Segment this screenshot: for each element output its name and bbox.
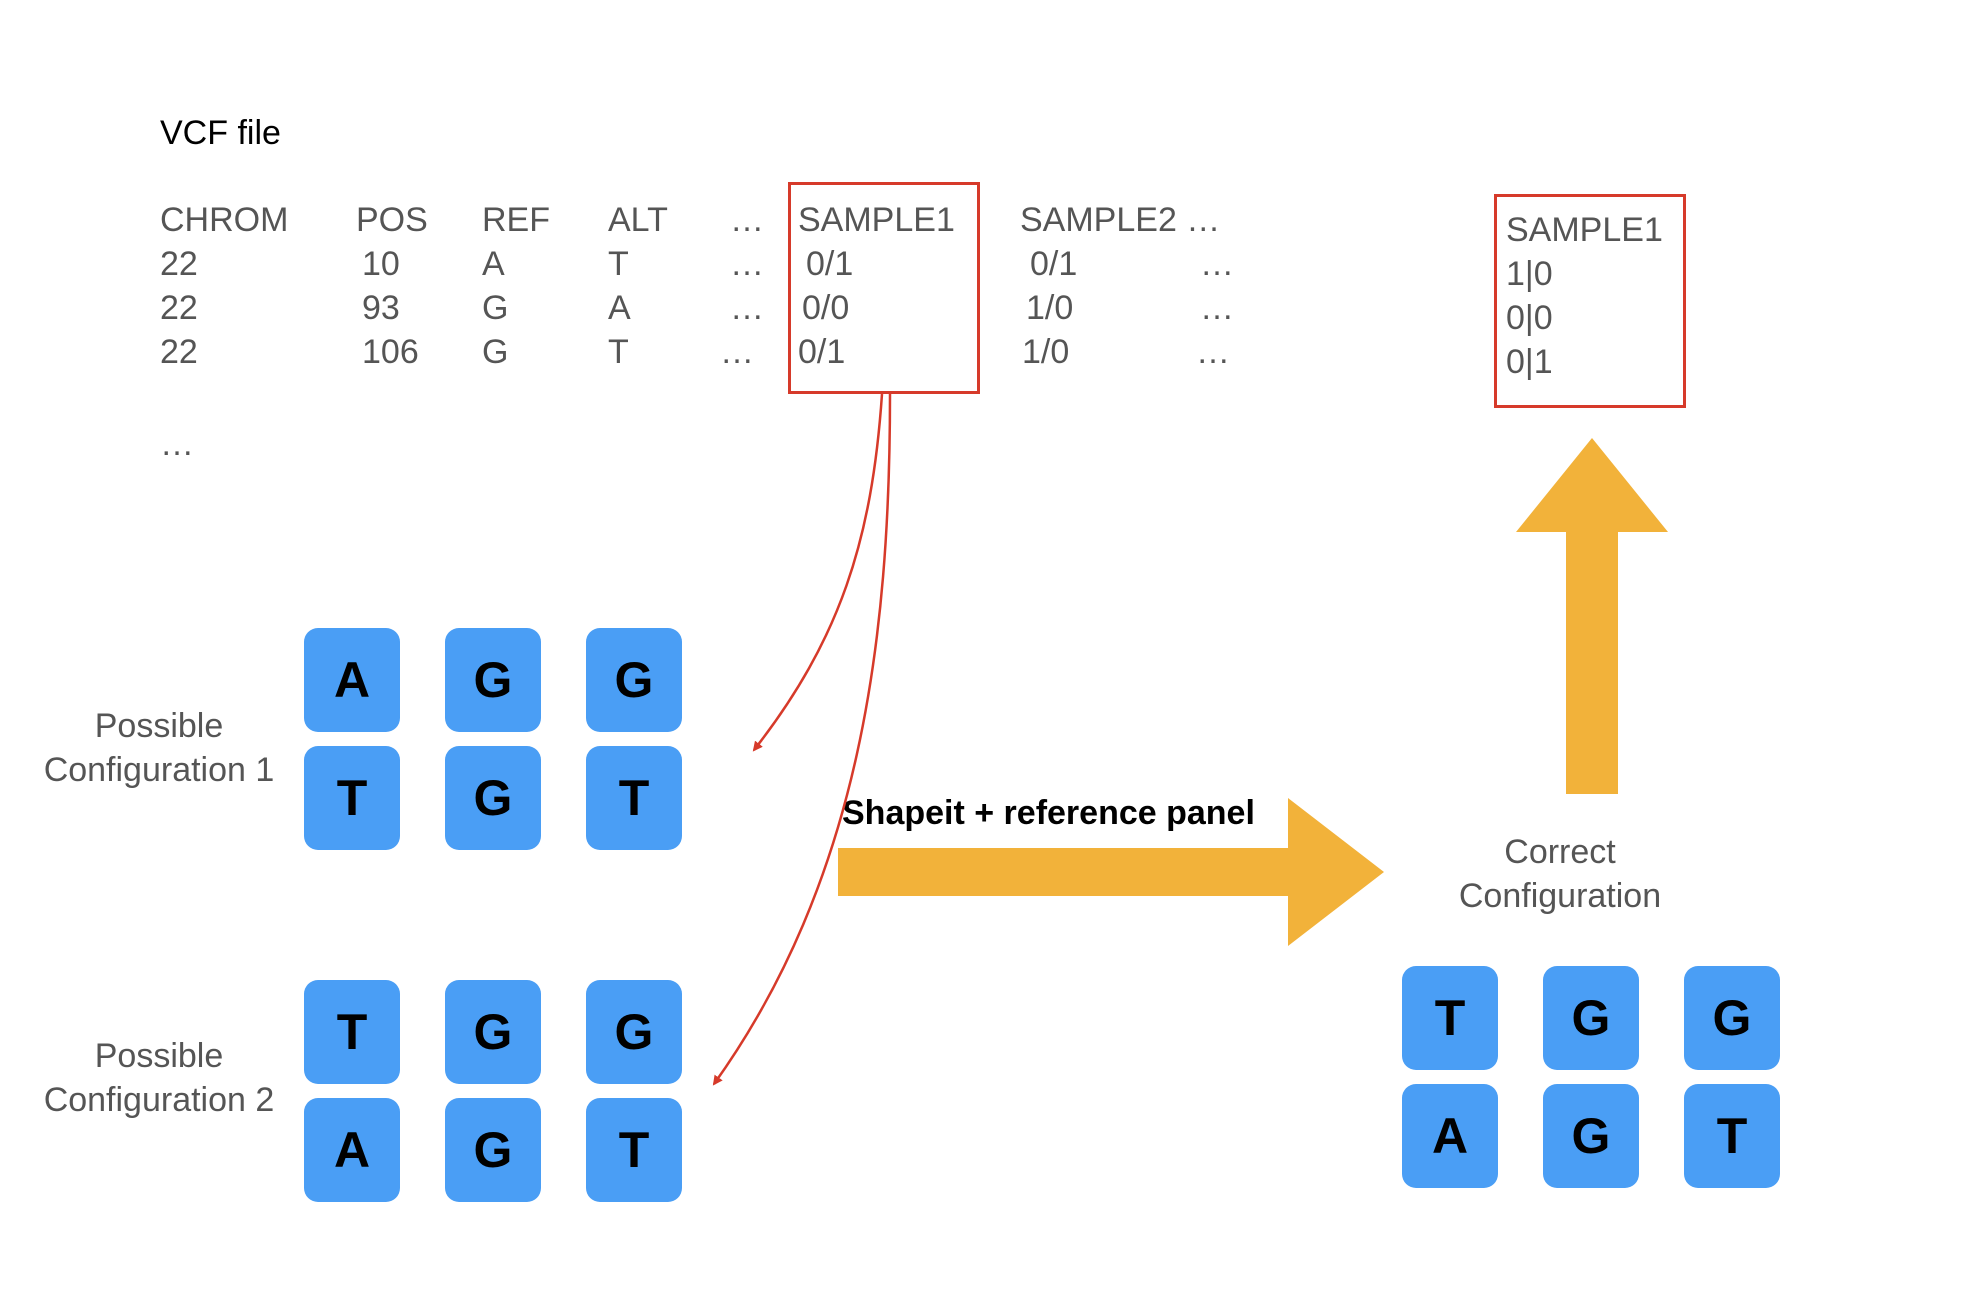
phased-value: 1|0	[1506, 255, 1553, 293]
cell-ellipsis: …	[730, 289, 764, 327]
cell-alt: T	[608, 245, 629, 283]
cell-chrom: 22	[160, 289, 198, 327]
cell-pos: 10	[362, 245, 400, 283]
cell-ref: A	[482, 245, 505, 283]
col-header-ref: REF	[482, 201, 550, 239]
allele-tile: A	[1402, 1084, 1498, 1188]
correct-label-line1: Correct	[1504, 833, 1616, 871]
cell-pos: 106	[362, 333, 419, 371]
allele-tile: T	[1684, 1084, 1780, 1188]
red-arrow-to-config2	[712, 393, 892, 1086]
config1-label-line2: Configuration 1	[43, 751, 275, 789]
config2-label-line1: Possible	[94, 1037, 224, 1075]
red-arrow-to-config1	[752, 393, 884, 752]
cell-alt: T	[608, 333, 629, 371]
cell-sample2: 0/1	[1030, 245, 1078, 283]
cell-sample1: 0/1	[798, 333, 846, 371]
cell-ellipsis-end: …	[1196, 333, 1230, 371]
phasing-result-arrow	[1516, 438, 1668, 794]
cell-ellipsis: …	[720, 333, 754, 371]
cell-chrom: 22	[160, 245, 198, 283]
allele-tile: A	[304, 628, 400, 732]
allele-tile: T	[586, 746, 682, 850]
cell-ellipsis: …	[730, 245, 764, 283]
cell-chrom: 22	[160, 333, 198, 371]
col-header-chrom: CHROM	[160, 201, 289, 239]
phased-value: 0|1	[1506, 343, 1553, 381]
allele-tile: T	[304, 980, 400, 1084]
allele-tile: G	[1684, 966, 1780, 1070]
phased-sample1-box	[1494, 194, 1686, 408]
shapeit-arrow	[838, 798, 1384, 946]
allele-tile: G	[445, 628, 541, 732]
cell-sample1: 0/0	[802, 289, 850, 327]
config1-label-line1: Possible	[94, 707, 224, 745]
correct-label-line2: Configuration	[1458, 877, 1662, 915]
phased-header: SAMPLE1	[1506, 211, 1663, 249]
allele-tile: G	[445, 1098, 541, 1202]
sample1-highlight-box	[788, 182, 980, 394]
vcf-file-title: VCF file	[160, 114, 281, 152]
allele-tile: T	[304, 746, 400, 850]
col-header-pos: POS	[356, 201, 428, 239]
col-header-alt: ALT	[608, 201, 668, 239]
cell-sample2: 1/0	[1026, 289, 1074, 327]
col-header-ellipsis: …	[730, 201, 764, 239]
cell-ref: G	[482, 289, 509, 327]
allele-tile: G	[445, 746, 541, 850]
config2-label: Possible Configuration 2	[0, 1034, 318, 1122]
allele-tile: A	[304, 1098, 400, 1202]
allele-tile: T	[1402, 966, 1498, 1070]
cell-sample2: 1/0	[1022, 333, 1070, 371]
cell-sample1: 0/1	[806, 245, 854, 283]
config2-label-line2: Configuration 2	[43, 1081, 275, 1119]
vcf-more-rows: …	[160, 425, 194, 463]
allele-tile: T	[586, 1098, 682, 1202]
phased-value: 0|0	[1506, 299, 1553, 337]
col-header-sample2: SAMPLE2 …	[1020, 201, 1221, 239]
allele-tile: G	[1543, 966, 1639, 1070]
cell-ellipsis-end: …	[1200, 245, 1234, 283]
cell-ref: G	[482, 333, 509, 371]
cell-ellipsis-end: …	[1200, 289, 1234, 327]
shapeit-arrow-label: Shapeit + reference panel	[842, 794, 1255, 832]
allele-tile: G	[586, 628, 682, 732]
config1-label: Possible Configuration 1	[0, 704, 318, 792]
cell-alt: A	[608, 289, 631, 327]
allele-tile: G	[586, 980, 682, 1084]
allele-tile: G	[445, 980, 541, 1084]
col-header-sample1: SAMPLE1	[798, 201, 955, 239]
allele-tile: G	[1543, 1084, 1639, 1188]
correct-config-label: Correct Configuration	[1380, 830, 1740, 918]
cell-pos: 93	[362, 289, 400, 327]
